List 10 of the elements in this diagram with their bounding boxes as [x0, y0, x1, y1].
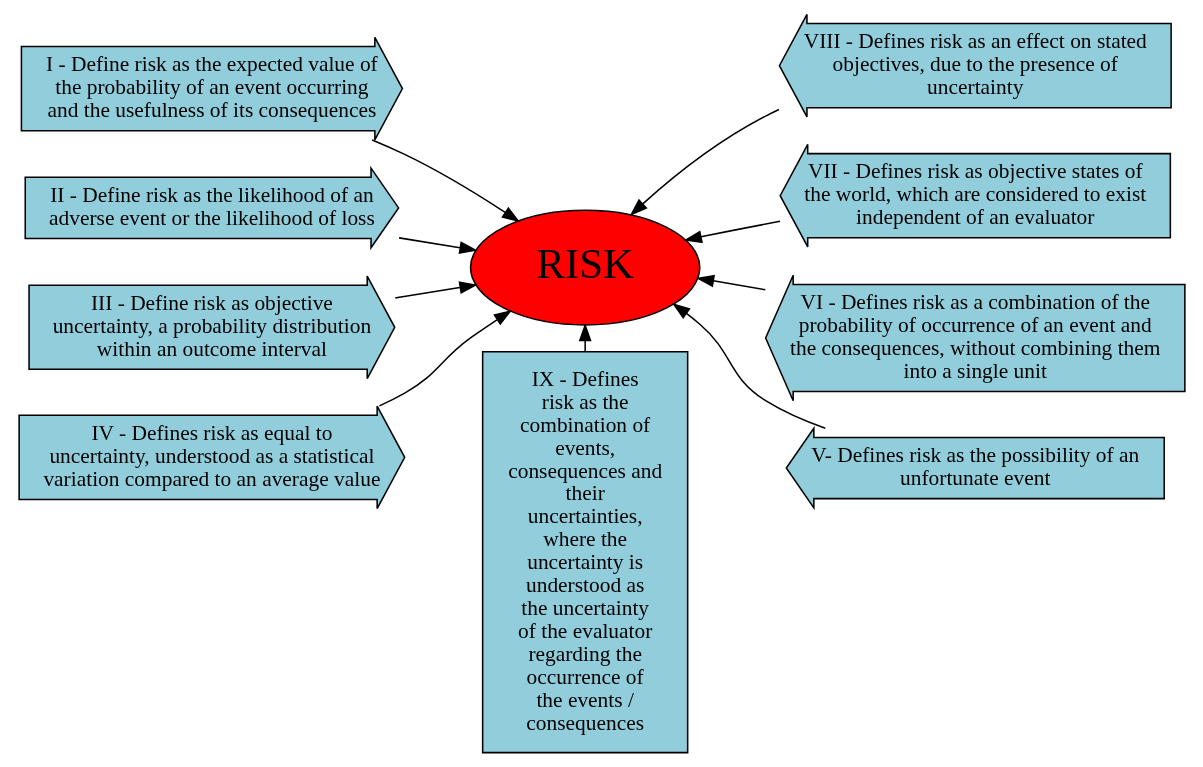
- arrow: [695, 274, 766, 291]
- arrow: [683, 220, 781, 243]
- arrow: [370, 139, 520, 223]
- arrow: [397, 237, 478, 254]
- arrow: [394, 281, 478, 299]
- arrow: [378, 309, 512, 407]
- arrow: [578, 323, 592, 353]
- node-box: IX - Defines risk as the combination of events, consequences and their uncertainties, where the uncertainty is understood as the uncertainty of the evaluator regarding the occurrence of the events / consequences: [481, 351, 688, 754]
- arrow: [629, 108, 780, 217]
- arrow: [671, 302, 826, 429]
